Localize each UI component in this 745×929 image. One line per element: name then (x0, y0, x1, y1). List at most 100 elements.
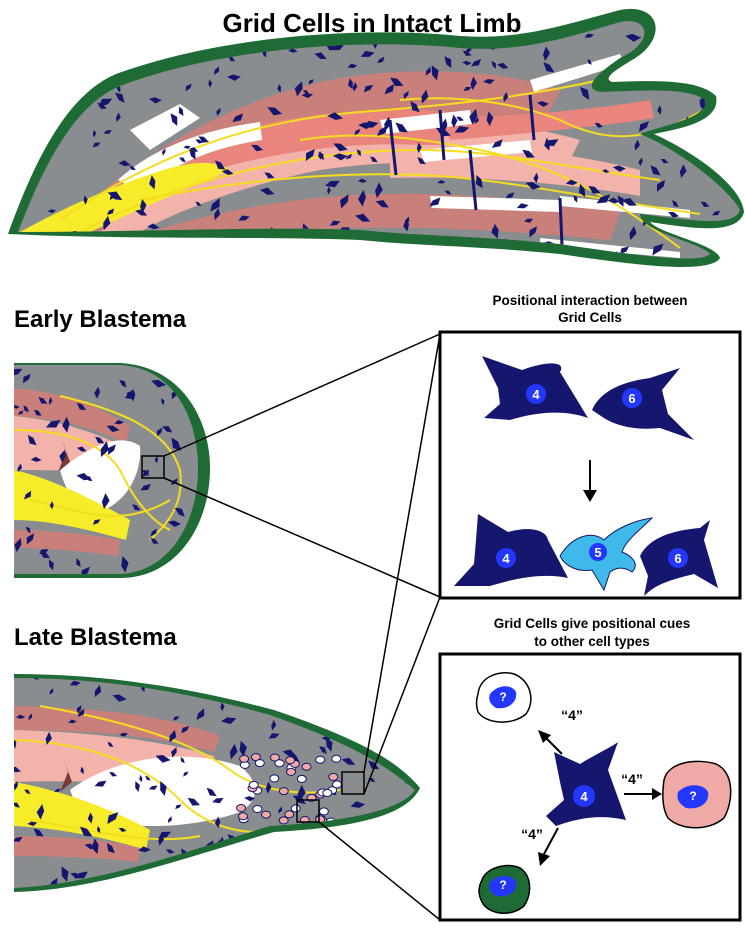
tissue-cell-mark (48, 103, 64, 121)
tissue-cell-mark (205, 519, 220, 532)
svg-text:4: 4 (502, 551, 510, 566)
tissue-cell-mark (17, 249, 27, 259)
cue-label-right: “4” (621, 771, 643, 787)
tissue-cell-mark (29, 103, 41, 116)
blastema-cell-mark (287, 768, 296, 775)
tissue-cell-mark (398, 842, 407, 850)
tissue-cell-mark (274, 692, 284, 698)
tissue-cell-mark (201, 545, 216, 552)
tissue-cell-mark (25, 82, 36, 93)
blastema-cell-mark (302, 763, 311, 770)
tissue-cell-mark (205, 562, 218, 569)
intact-limb-illustration (0, 0, 745, 267)
tissue-cell-mark (398, 740, 405, 752)
blastema-cell-mark (279, 817, 288, 824)
tissue-cell-mark (717, 44, 724, 53)
blastema-cell-mark (237, 805, 246, 812)
tissue-cell-mark (87, 74, 93, 83)
box1-heading-line2: Grid Cells (558, 310, 622, 325)
tissue-cell-mark (178, 242, 189, 254)
tissue-cell-mark (345, 246, 357, 257)
tissue-cell-mark (728, 123, 742, 132)
tissue-cell-mark (360, 251, 369, 258)
late-blastema-illustration (0, 660, 430, 900)
tissue-cell-mark (285, 874, 296, 890)
tissue-cell-mark (26, 104, 32, 112)
tissue-cell-mark (347, 705, 365, 718)
tissue-cell-mark (706, 145, 718, 152)
early-blastema-illustration (0, 350, 220, 590)
svg-text:5: 5 (594, 545, 601, 560)
tissue-cell-mark (156, 238, 172, 251)
svg-text:4: 4 (580, 789, 588, 804)
tissue-cell-mark (370, 844, 376, 853)
blastema-cell-mark (286, 757, 295, 764)
tissue-cell-mark (229, 258, 237, 262)
tissue-cell-mark (66, 75, 77, 88)
tissue-cell-mark (721, 253, 725, 261)
tissue-cell-mark (33, 57, 43, 72)
unknown-cell-green: ? (479, 866, 530, 914)
tissue-cell-mark (393, 860, 410, 876)
tissue-cell-mark (20, 155, 28, 169)
tissue-cell-mark (207, 248, 218, 253)
tissue-cell-mark (718, 26, 732, 39)
tissue-cell-mark (254, 669, 266, 685)
svg-text:6: 6 (674, 551, 681, 566)
tissue-cell-mark (281, 682, 296, 700)
tissue-cell-mark (403, 855, 412, 865)
tissue-cell-mark (718, 68, 726, 76)
tissue-cell-mark (253, 872, 269, 888)
early-blastema-label: Early Blastema (14, 306, 187, 333)
blastema-cell-mark (297, 775, 306, 782)
blastema-cell-mark (262, 811, 271, 818)
tissue-cell-mark (65, 62, 79, 74)
blastema-cell-mark (253, 806, 262, 813)
blastema-cell-mark (323, 789, 332, 796)
blastema-cell-mark (249, 781, 258, 788)
unknown-cell-white: ? (477, 673, 531, 722)
blastema-cell-mark (279, 788, 288, 795)
tissue-cell-mark (403, 822, 412, 835)
tissue-cell-mark (409, 744, 418, 750)
tissue-cell-mark (210, 247, 220, 254)
tissue-cell-mark (306, 832, 311, 841)
tissue-cell-mark (417, 675, 427, 689)
late-blastema-label: Late Blastema (14, 624, 177, 651)
blastema-cell-mark (285, 811, 294, 818)
tissue-cell-mark (137, 253, 147, 260)
tissue-cell-mark (388, 686, 403, 695)
tissue-cell-mark (347, 841, 358, 848)
tissue-cell-mark (415, 672, 422, 686)
tissue-cell-mark (650, 56, 660, 65)
svg-text:?: ? (499, 878, 506, 892)
tissue-cell-mark (189, 242, 196, 257)
tissue-cell-mark (16, 140, 24, 145)
svg-text:4: 4 (532, 387, 540, 402)
tissue-cell-mark (654, 35, 662, 45)
unknown-cell-pink: ? (663, 761, 731, 827)
tissue-cell-mark (714, 232, 719, 241)
tissue-cell-mark (74, 58, 84, 69)
tissue-cell-mark (245, 679, 261, 688)
tissue-cell-mark (720, 105, 730, 122)
tissue-cell-mark (379, 859, 392, 868)
tissue-cell-mark (194, 361, 205, 370)
cue-label-up: “4” (561, 707, 583, 723)
tissue-cell-mark (720, 132, 736, 141)
blastema-cell-mark (291, 805, 300, 812)
tissue-cell-mark (72, 52, 78, 60)
tissue-cell-mark (347, 239, 354, 248)
tissue-cell-mark (151, 245, 160, 261)
box2-heading-line1: Grid Cells give positional cues (494, 616, 691, 631)
tissue-cell-mark (102, 70, 108, 79)
tissue-cell-mark (31, 104, 42, 113)
tissue-cell-mark (259, 869, 270, 883)
blastema-cell-mark (319, 808, 328, 815)
box1-heading-line1: Positional interaction between (492, 293, 687, 308)
tissue-cell-mark (385, 678, 393, 688)
tissue-cell-mark (271, 693, 285, 707)
tissue-cell-mark (138, 36, 146, 43)
tissue-cell-mark (283, 842, 288, 851)
